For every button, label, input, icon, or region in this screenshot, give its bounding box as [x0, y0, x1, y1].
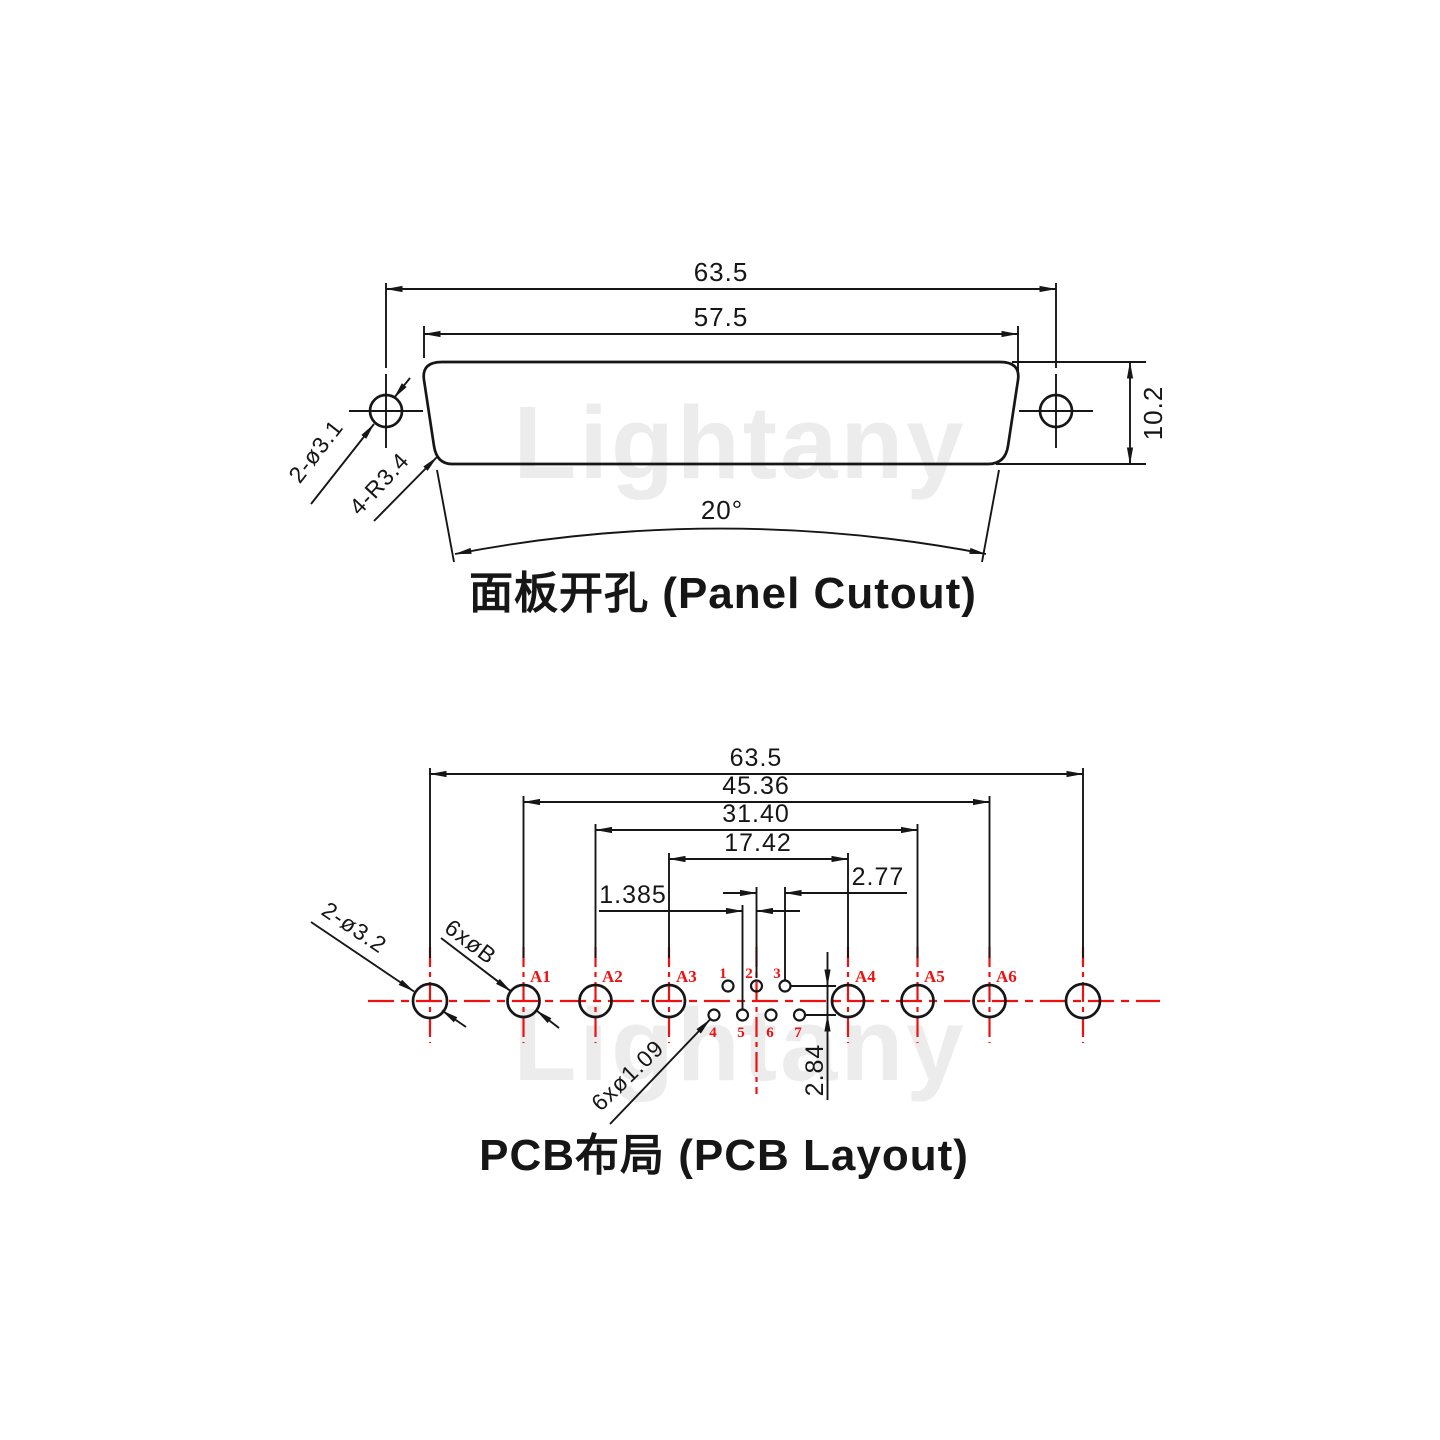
- pcb-signal-pins: [707, 979, 807, 1022]
- pcb-hole-a6: [972, 983, 1007, 1019]
- pcb-hole-label-a3: A3: [676, 967, 697, 986]
- pcb-dim-1-385: 1.385: [599, 881, 800, 915]
- pcb-dim-1-385-label: 1.385: [599, 881, 667, 909]
- panel-angle-20-label: 20°: [701, 495, 743, 525]
- pcb-callout-mount-holes: 2-ø3.2: [310, 896, 467, 1028]
- panel-mount-hole-left: [349, 374, 423, 448]
- panel-dim-10-2: 10.2: [996, 361, 1168, 465]
- panel-callout-mount-holes-label: 2-ø3.1: [283, 415, 348, 488]
- panel-mount-hole-right: [1019, 374, 1093, 448]
- pcb-dim-17-42: 17.42: [668, 829, 849, 863]
- pcb-hole-label-a2: A2: [602, 967, 623, 986]
- pcb-hole-label-a6: A6: [996, 967, 1017, 986]
- pcb-dim-63-5: 63.5: [429, 744, 1084, 778]
- pcb-mount-hole-right: [1064, 982, 1102, 1020]
- panel-callout-corner-radius-label: 4-R3.4: [344, 447, 414, 520]
- panel-dim-10-2-label: 10.2: [1138, 386, 1168, 441]
- panel-cutout-title: 面板开孔 (Panel Cutout): [469, 569, 977, 618]
- panel-dim-57-5-label: 57.5: [694, 302, 749, 332]
- pcb-dim-45-36-label: 45.36: [722, 772, 790, 800]
- pcb-pin-3: [778, 979, 792, 993]
- pcb-layout-title: PCB布局 (PCB Layout): [479, 1131, 969, 1180]
- pcb-pin-4: [707, 1008, 721, 1022]
- pcb-hole-a5: [900, 983, 935, 1019]
- pcb-dim-63-5-label: 63.5: [730, 744, 783, 772]
- pcb-pin-6: [764, 1008, 778, 1022]
- pcb-pin-number-1: 1: [719, 966, 727, 982]
- pcb-hole-crosshairs: [428, 947, 1085, 1094]
- panel-callout-corner-radius: 4-R3.4: [344, 447, 438, 522]
- watermark-bottom: Lightany: [513, 987, 966, 1102]
- pcb-hole-labels: A1 A2 A3 A4 A5 A6: [530, 967, 1017, 986]
- pcb-hole-a2: [578, 983, 613, 1019]
- pcb-pin-number-5: 5: [737, 1025, 745, 1041]
- pcb-dim-2-84: 2.84: [790, 952, 836, 1100]
- pcb-pin-number-4: 4: [709, 1025, 717, 1041]
- pcb-pin-numbers: 1 2 3 4 5 6 7: [709, 966, 802, 1041]
- panel-dim-57-5: 57.5: [423, 302, 1019, 372]
- pcb-mount-hole-left: [411, 982, 449, 1020]
- pcb-pin-7: [792, 1008, 807, 1022]
- pcb-pin-number-6: 6: [766, 1025, 774, 1041]
- panel-angle-20: 20°: [436, 469, 1000, 563]
- pcb-dim-2-84-label: 2.84: [801, 1044, 829, 1097]
- pcb-dim-2-77: 2.77: [723, 863, 907, 897]
- pcb-dim-17-42-label: 17.42: [724, 829, 792, 857]
- pcb-hole-a1: [506, 983, 541, 1019]
- panel-dim-63-5-label: 63.5: [694, 257, 749, 287]
- pcb-dim-2-77-label: 2.77: [852, 863, 905, 891]
- pcb-dim-31-40-label: 31.40: [722, 800, 790, 828]
- panel-dim-63-5: 63.5: [385, 257, 1057, 368]
- pcb-pin-1: [721, 979, 735, 993]
- pcb-callout-mount-holes-label: 2-ø3.2: [317, 896, 392, 958]
- pcb-dim-31-40: 31.40: [595, 800, 918, 834]
- pcb-pin-2: [749, 979, 764, 993]
- pcb-pin-number-2: 2: [745, 966, 753, 982]
- pcb-layout-drawing: 63.5 45.36 31.40 17.42 2.77 1.385: [310, 744, 1160, 1180]
- pcb-pin-number-7: 7: [794, 1025, 802, 1041]
- pcb-hole-label-a5: A5: [924, 967, 945, 986]
- pcb-hole-label-a1: A1: [530, 967, 551, 986]
- watermark-top: Lightany: [513, 385, 966, 500]
- pcb-extension-lines: [429, 768, 1084, 1009]
- pcb-pin-5: [735, 1008, 750, 1022]
- pcb-hole-a4: [830, 983, 866, 1019]
- pcb-hole-a3: [651, 983, 687, 1019]
- pcb-pin-number-3: 3: [773, 966, 781, 982]
- pcb-hole-label-a4: A4: [855, 967, 876, 986]
- pcb-dim-45-36: 45.36: [523, 772, 990, 806]
- pcb-holes: [411, 982, 1102, 1020]
